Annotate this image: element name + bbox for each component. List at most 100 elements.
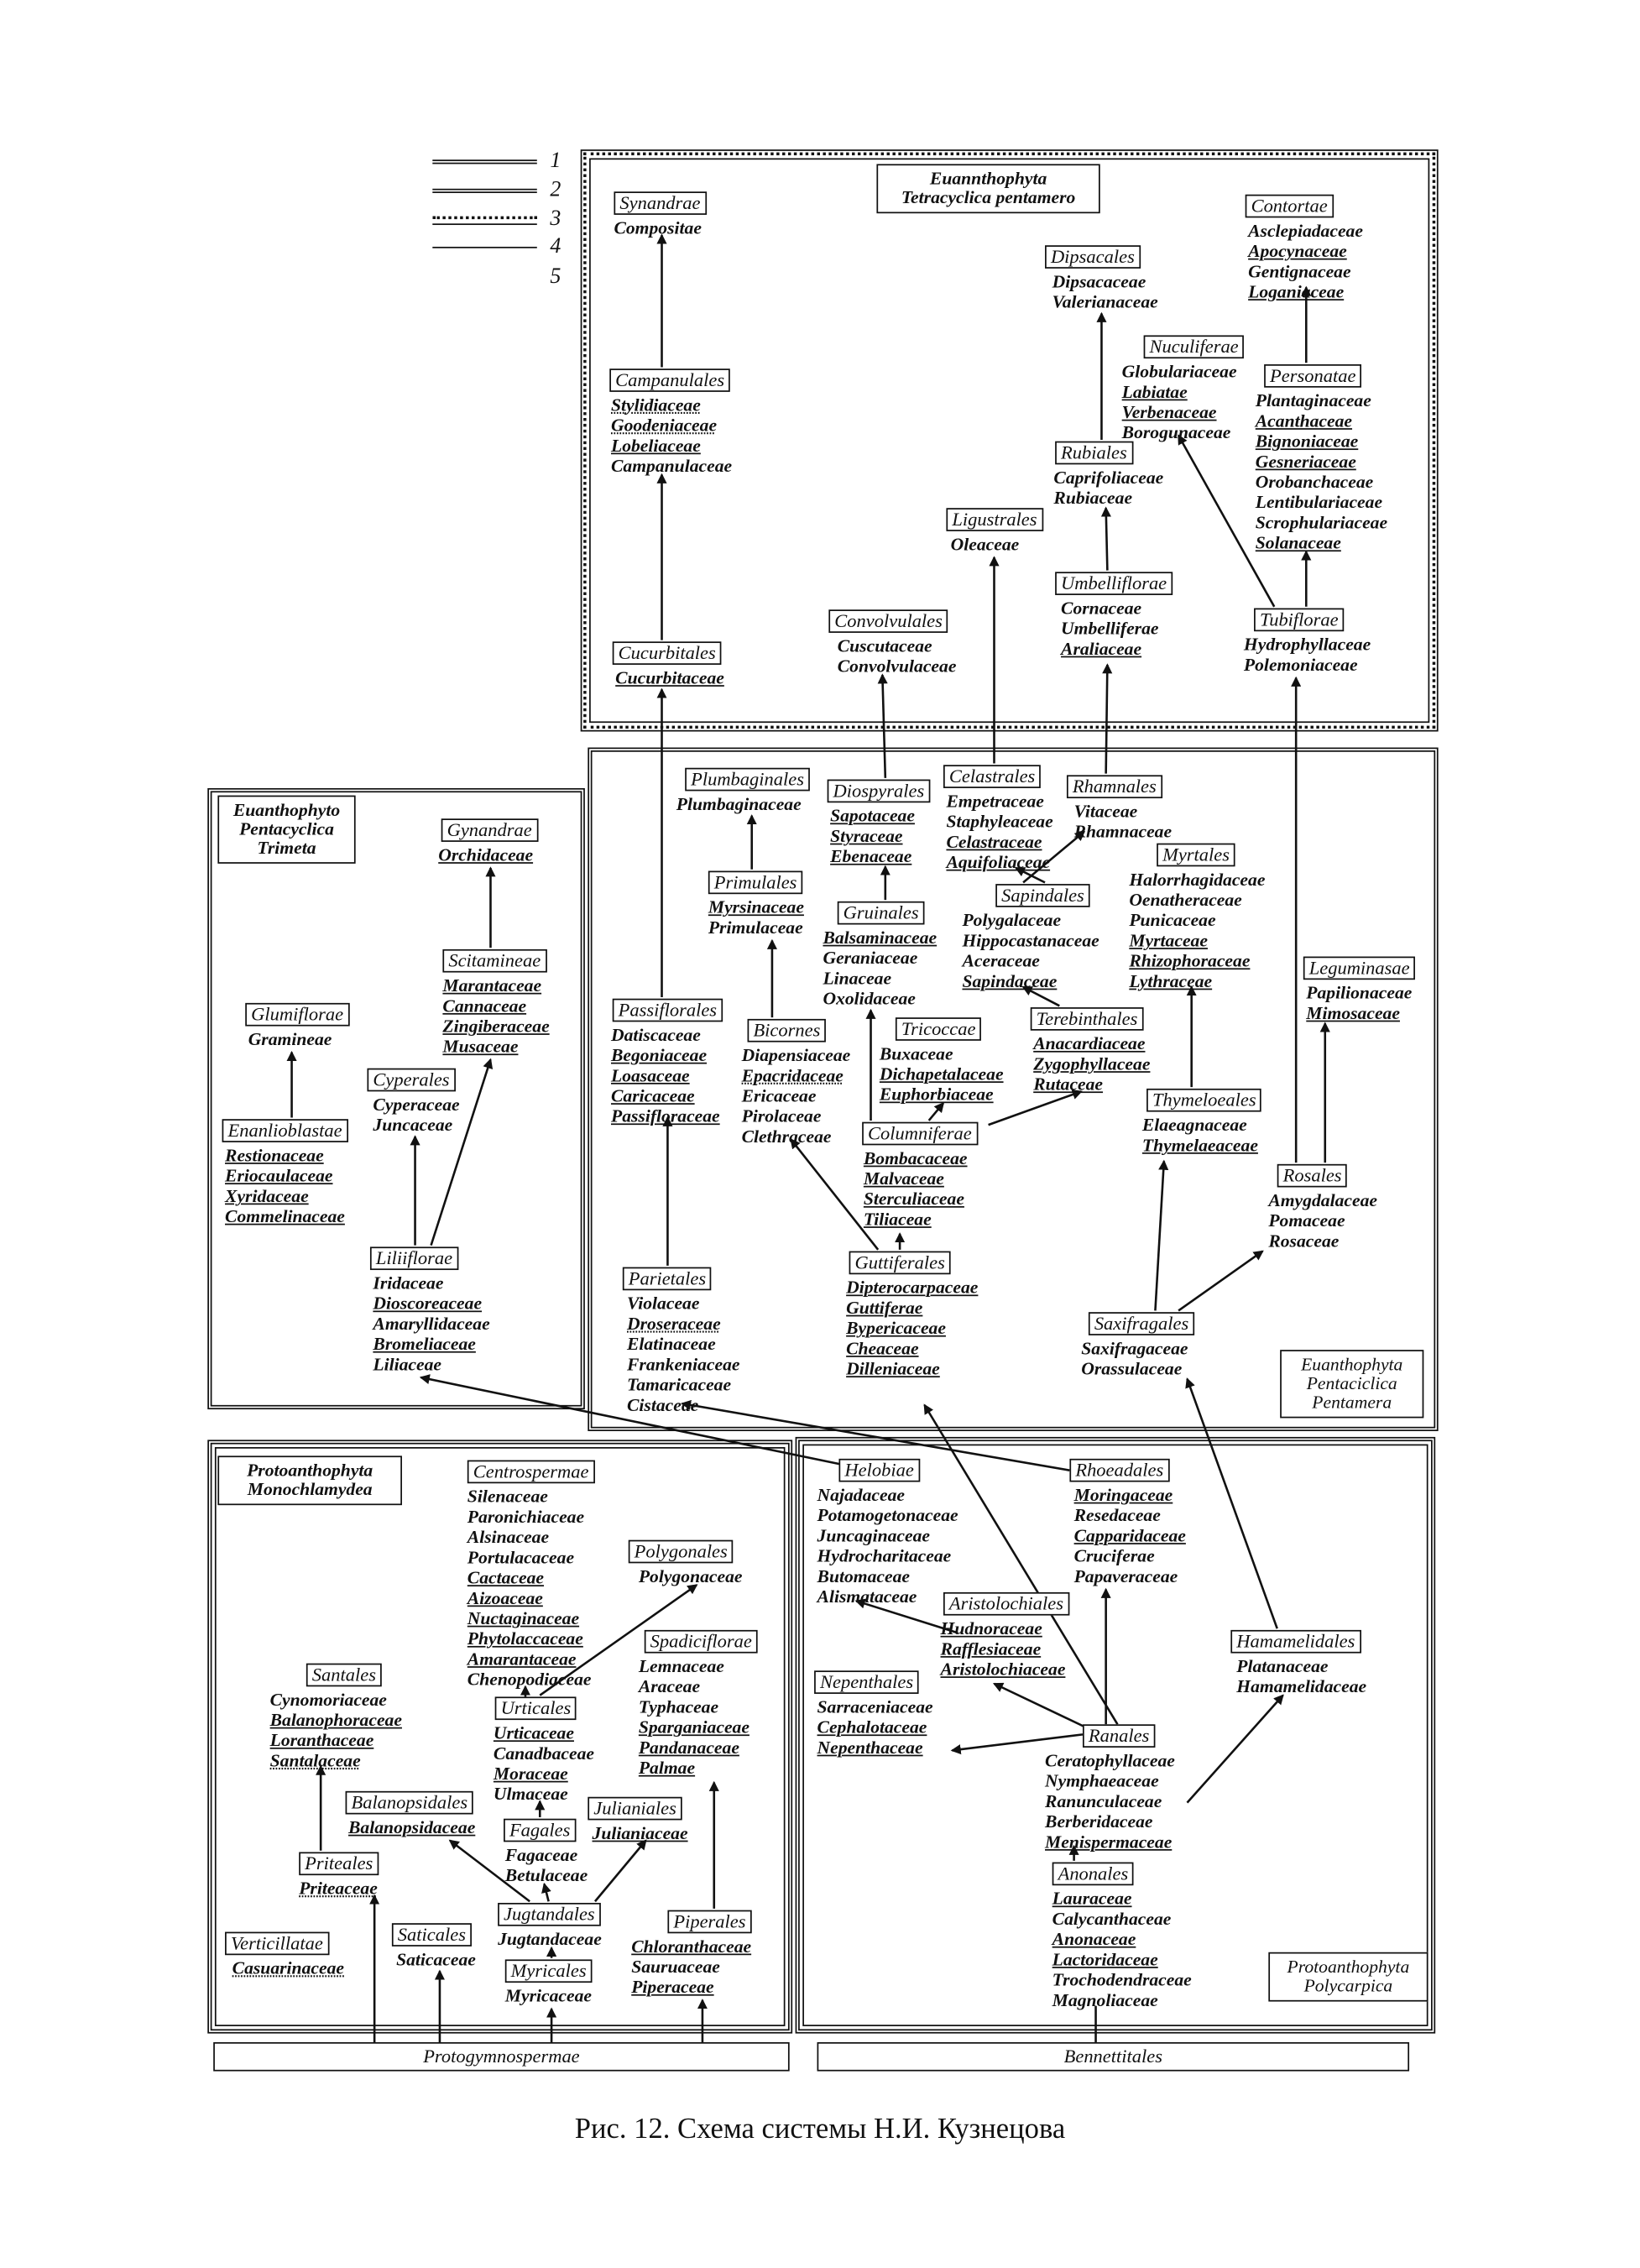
family-item: Fagaceae [505,1845,588,1865]
family-name: Datiscaceae [610,1024,701,1046]
order-box-synandrae: Synandrae [614,191,707,215]
family-name: Violaceae [627,1293,700,1314]
family-item: Droseraceae [627,1314,739,1334]
family-item: Santalaceae [270,1750,402,1770]
family-item: Hamamelidaceae [1236,1676,1366,1696]
order-box-bicornes: Bicornes [747,1018,827,1043]
family-name: Anacardiaceae [1033,1033,1146,1054]
family-list: Casuarinaceae [232,1958,344,1978]
legend-number: 3 [550,207,561,231]
family-item: Ceratophyllaceae [1045,1750,1175,1770]
base-bennettitales: Bennettitales [817,2041,1410,2072]
family-name: Balanophoraceae [269,1709,402,1731]
family-name: Rhizophoraceae [1129,950,1251,971]
family-name: Magnoliaceae [1052,1989,1158,2010]
order-box-parietales: Parietales [622,1267,713,1291]
family-item: Cyperaceae [373,1095,459,1115]
family-name: Linaceae [823,968,892,989]
family-item: Orassulaceae [1081,1359,1188,1379]
family-name: Myricaceae [504,1985,593,2006]
family-item: Polygonaceae [639,1566,743,1586]
family-item: Sterculiaceae [864,1189,968,1209]
family-item: Loranthaceae [270,1730,402,1750]
family-name: Lobeliaceae [610,435,701,456]
family-item: Juncaceae [373,1115,459,1135]
order-box-guttiferales: Guttiferales [849,1251,951,1275]
family-name: Menispermaceae [1045,1832,1173,1853]
family-item: Balsaminaceae [823,928,937,948]
family-name: Nuctaginaceae [467,1607,580,1629]
family-item: Cheaceae [846,1338,978,1358]
family-item: Geraniaceae [823,948,937,968]
legend-number: 5 [550,265,561,290]
family-item: Restionaceae [225,1145,345,1165]
family-name: Hydrophyllaceae [1243,634,1371,655]
family-item: Cruciferae [1074,1546,1186,1566]
family-item: Ulmaceae [494,1784,594,1804]
family-name: Dichapetalaceae [879,1063,1004,1084]
family-item: Tiliaceae [864,1209,968,1229]
family-item: Sapotaceae [830,806,915,826]
family-name: Droseraceae [627,1313,721,1335]
family-list: Polygonaceae [639,1566,743,1586]
family-item: Zingiberaceae [442,1016,549,1036]
family-name: Butomaceae [817,1565,911,1587]
order-box-ligustrales: Ligustrales [946,508,1043,531]
family-item: Tamaricaceae [627,1375,739,1395]
region-title-line: Protoanthophyta [247,1460,373,1481]
family-name: Caprifoliaceae [1053,467,1164,489]
family-name: Berberidaceae [1045,1811,1153,1832]
family-item: Portulacaceae [467,1547,592,1567]
family-name: Guttiferae [846,1297,923,1319]
order-box-saticales: Saticales [391,1923,472,1947]
family-name: Diapensiaceae [741,1045,851,1066]
family-item: Paronichiaceae [467,1507,592,1527]
family-name: Lactoridaceae [1052,1949,1158,1970]
family-name: Rutaceae [1033,1074,1104,1095]
family-item: Saticaceae [396,1949,476,1969]
family-item: Bypericaceae [846,1318,978,1338]
family-name: Orobanchaceae [1255,471,1374,493]
region-title-monochlamydea: Protoanthophyta Monochlamydea [217,1455,402,1506]
family-name: Buxaceae [879,1043,953,1064]
family-item: Myrsinaceae [708,897,804,917]
family-item: Canadbaceae [494,1743,594,1764]
order-box-sapindales: Sapindales [995,884,1090,907]
family-item: Bromeliaceae [373,1334,489,1354]
family-name: Lythraceae [1129,970,1213,992]
region-trimeta [207,787,585,1410]
family-list: Cucurbitaceae [615,667,724,687]
family-name: Platanaceae [1236,1656,1329,1677]
order-box-aristolochiales: Aristolochiales [943,1591,1069,1616]
family-name: Jugtandaceae [498,1929,602,1950]
family-item: Begoniaceae [611,1045,720,1065]
family-name: Tiliaceae [863,1209,932,1230]
family-name: Lentibulariaceae [1255,492,1383,513]
family-item: Juncaginaceae [817,1525,958,1545]
family-item: Buxaceae [880,1043,1004,1063]
family-item: Sparganiaceae [639,1717,749,1738]
order-box-santales: Santales [306,1663,382,1687]
family-name: Celastraceae [946,831,1042,853]
family-name: Aceraceae [962,950,1040,971]
family-item: Bignoniaceae [1256,431,1387,452]
family-name: Trochodendraceae [1052,1969,1192,1990]
